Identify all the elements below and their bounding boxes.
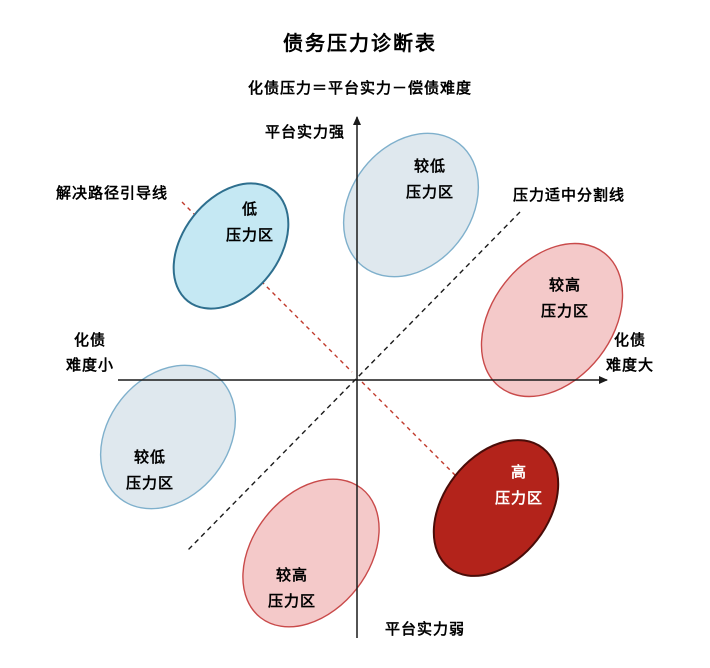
y-axis-bottom-label: 平台实力弱 — [385, 620, 465, 638]
solution-path-label: 解决路径引导线 — [56, 184, 168, 202]
diagram-title: 债务压力诊断表 — [283, 31, 437, 55]
medium-divider-label: 压力适中分割线 — [513, 186, 625, 204]
zone-lower-top-label-line2: 压力区 — [406, 183, 454, 201]
x-axis-left-label-line1: 化债 — [74, 331, 106, 349]
solution-path-guide-line-lower — [361, 381, 463, 483]
zone-low-label-line2: 压力区 — [226, 226, 274, 244]
zone-lower-left-label-line2: 压力区 — [126, 474, 174, 492]
x-axis-left-label-line2: 难度小 — [65, 356, 114, 374]
zone-higher-bottom-label-line2: 压力区 — [268, 592, 316, 610]
zone-lower-left-label-line1: 较低 — [134, 448, 166, 466]
zone-high-pressure — [432, 439, 560, 577]
zone-higher-right-label-line1: 较高 — [549, 276, 581, 294]
medium-pressure-divider-line — [187, 211, 521, 551]
zone-lower-pressure-top — [342, 132, 480, 278]
x-axis-right-label-line2: 难度大 — [605, 356, 654, 374]
zone-low-pressure — [172, 182, 290, 310]
formula-text: 化债压力＝平台实力－偿债难度 — [248, 79, 472, 97]
zone-lower-pressure-left — [99, 364, 237, 510]
zone-higher-pressure-right — [480, 242, 624, 398]
zone-higher-right-label-line2: 压力区 — [541, 302, 589, 320]
zone-lower-top-label-line1: 较低 — [414, 157, 446, 175]
y-axis-top-label: 平台实力强 — [265, 123, 345, 141]
x-axis-right-label-line1: 化债 — [614, 331, 646, 349]
zone-high-label-line1: 高 — [511, 463, 527, 481]
zone-low-label-line1: 低 — [241, 200, 258, 218]
zone-higher-bottom-label-line1: 较高 — [276, 566, 308, 584]
zone-higher-pressure-bottom — [242, 478, 380, 628]
zone-high-label-line2: 压力区 — [495, 489, 543, 507]
